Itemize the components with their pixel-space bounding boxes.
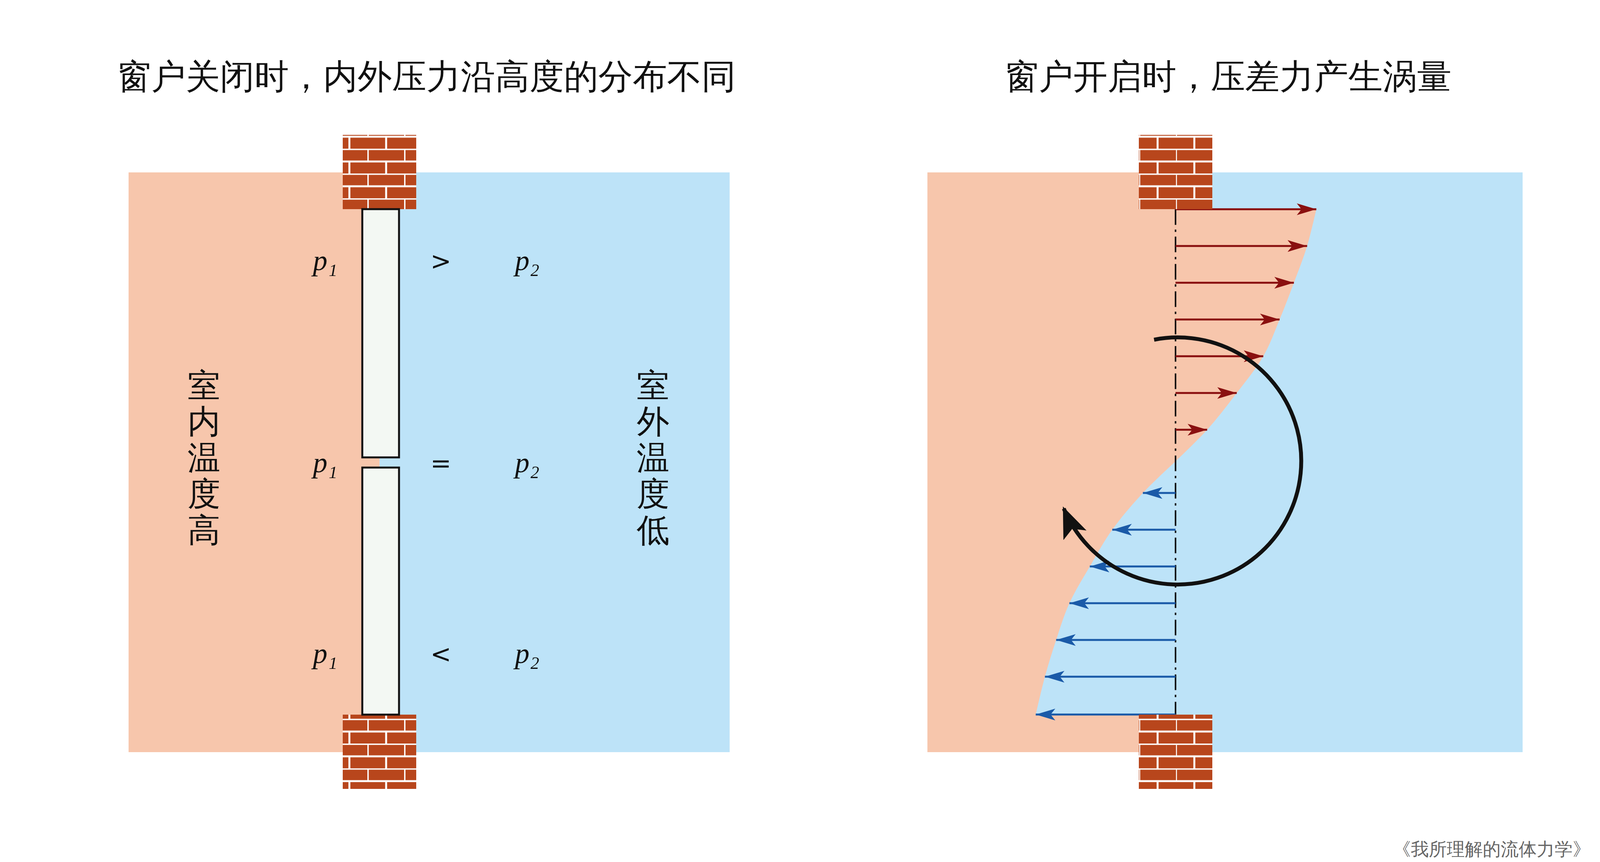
window-pane <box>362 467 400 715</box>
brick-wall <box>342 714 417 789</box>
region-label: 室内温度高 <box>187 367 221 548</box>
panel-title: 窗户关闭时，内外压力沿高度的分布不同 <box>116 59 736 94</box>
comparison-sign: = <box>430 450 452 476</box>
pressure-arrow <box>1175 355 1264 358</box>
pressure-symbol: p₁ <box>313 447 338 477</box>
pressure-symbol: p₂ <box>515 447 540 477</box>
outdoor-ground <box>379 172 730 752</box>
indoor-region: 室内温度高 <box>128 172 380 752</box>
indoor-ground <box>128 172 380 752</box>
pressure-arrow <box>1175 391 1237 394</box>
pressure-arrow <box>1089 565 1176 568</box>
pressure-arrow <box>1175 318 1280 321</box>
panel-title: 窗户开启时，压差力产生涡量 <box>1004 59 1452 94</box>
pressure-region <box>1035 461 1176 715</box>
region-label: 室外温度低 <box>636 367 670 548</box>
pressure-arrow <box>1175 281 1294 284</box>
pressure-arrow <box>1175 428 1208 431</box>
watermark: 《我所理解的流体力学》 <box>1392 839 1591 858</box>
pressure-arrow <box>1045 675 1176 678</box>
brick-wall <box>1138 134 1213 210</box>
pressure-arrow <box>1069 602 1176 605</box>
pressure-symbol: p₂ <box>515 245 540 275</box>
brick-wall <box>342 134 417 210</box>
pressure-arrow <box>1055 638 1176 641</box>
outdoor-ground <box>1175 172 1523 752</box>
pressure-arrow <box>1112 528 1176 531</box>
centre-line <box>1174 209 1177 715</box>
vortex-arrow <box>1063 337 1302 585</box>
pressure-arrow <box>1175 245 1308 247</box>
pressure-arrow <box>1142 492 1176 494</box>
pressure-symbol: p₁ <box>313 638 338 668</box>
indoor-ground <box>927 172 1176 752</box>
pressure-symbol: p₁ <box>313 245 338 275</box>
window-pane <box>362 209 400 458</box>
comparison-sign: > <box>430 248 452 274</box>
pressure-symbol: p₂ <box>515 638 540 668</box>
comparison-sign: < <box>430 641 452 667</box>
brick-wall <box>1138 714 1213 789</box>
